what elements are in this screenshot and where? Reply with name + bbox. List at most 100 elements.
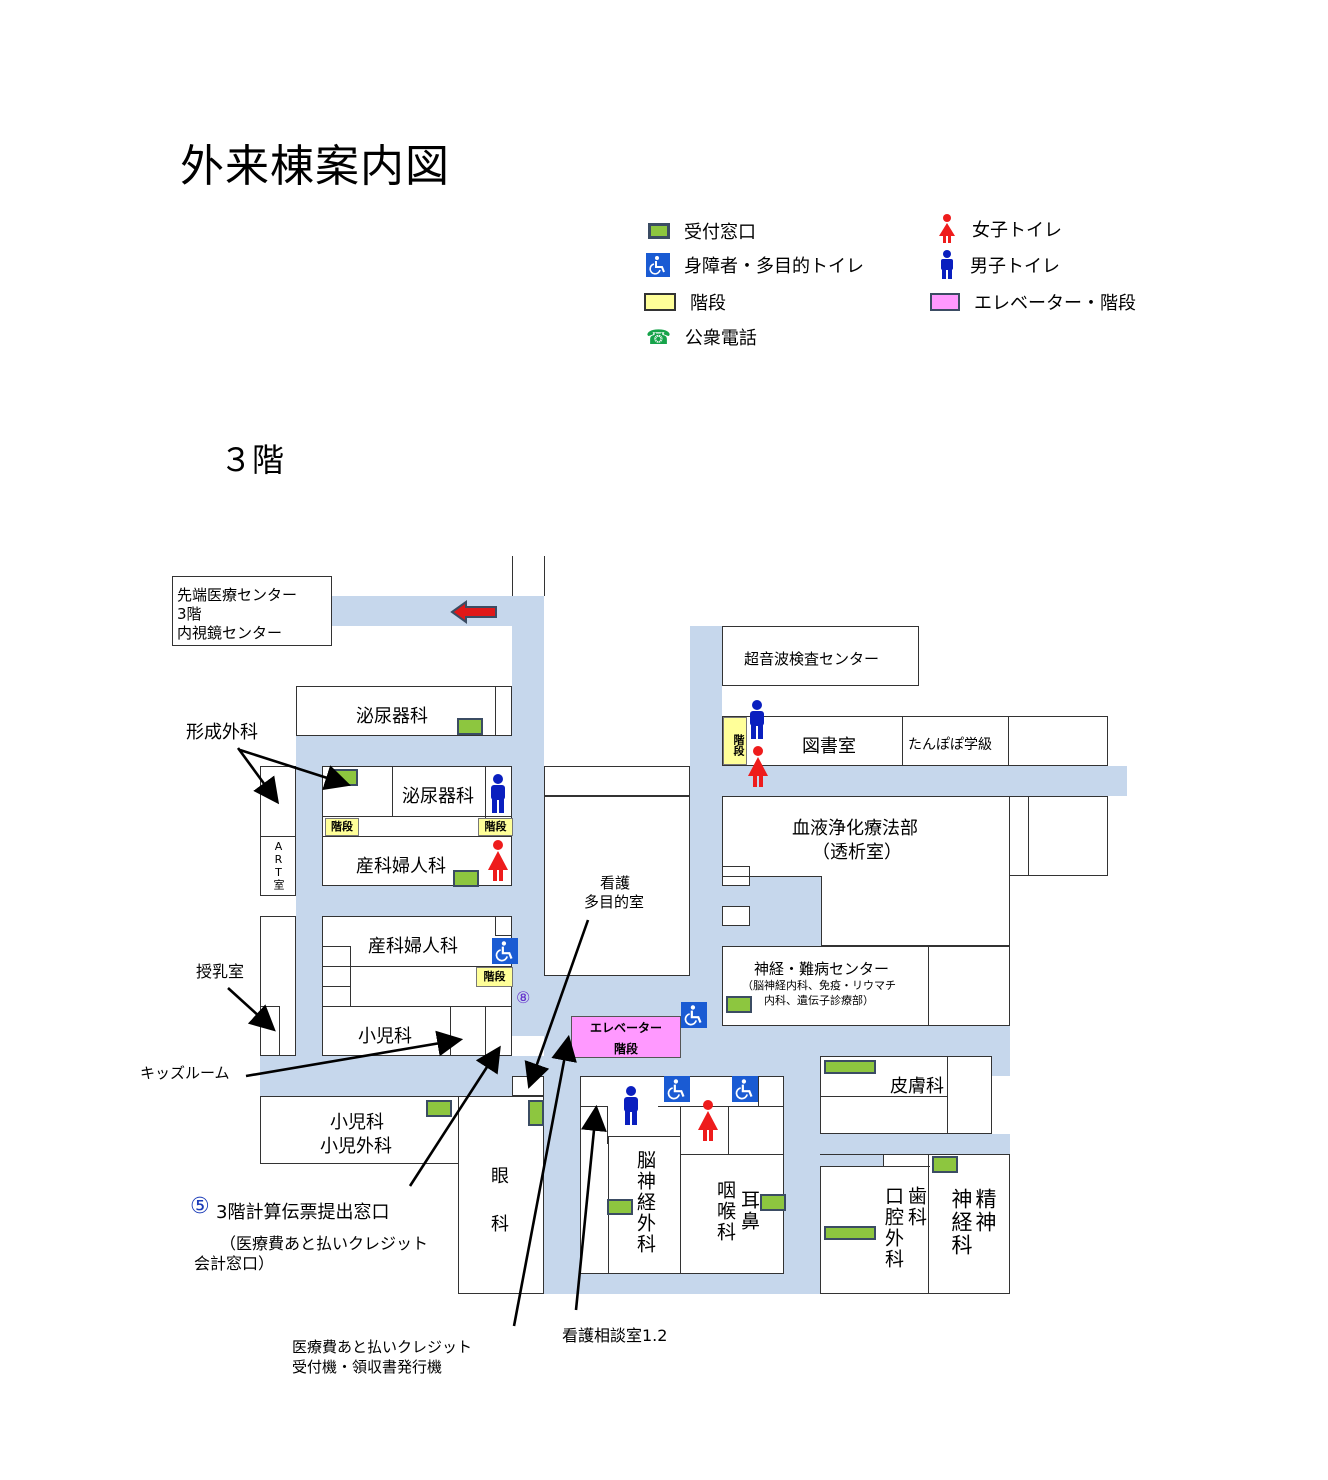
men-toilet-icon[interactable]: [489, 774, 507, 814]
machine-callout-1: 医療費あと払いクレジット: [292, 1338, 473, 1356]
arrow-window: [408, 1045, 501, 1187]
legend-accessible-label: 身障者・多目的トイレ: [684, 256, 864, 277]
wall-line: [928, 1154, 930, 1294]
elevator[interactable]: エレベーター 階段: [571, 1016, 681, 1058]
legend-stairs: 階段: [644, 289, 726, 315]
stairs-marker[interactable]: 階段: [478, 818, 513, 836]
corridor-notch: [820, 1154, 884, 1166]
wall-line: [495, 686, 497, 736]
wall-line: [758, 1076, 760, 1106]
oral-label-2: 口腔外科: [882, 1186, 904, 1270]
wall-line: [680, 1154, 784, 1156]
arrow-plastic-2: [239, 748, 351, 791]
corridor-right-v: [690, 626, 722, 986]
legend-phone: ☎ 公衆電話: [646, 324, 757, 350]
wall-line: [680, 1106, 682, 1274]
wall-line: [350, 946, 352, 1006]
corridor-lower-h: [580, 1274, 820, 1294]
arrow-nursing-room: [524, 919, 590, 1089]
wall-line: [722, 906, 750, 926]
wall-line: [322, 1006, 512, 1008]
obgyn-label-2: 産科婦人科: [368, 936, 458, 957]
room-small: [1028, 796, 1108, 876]
phone-marker: ⑧: [516, 988, 531, 1007]
stairs-marker[interactable]: 階段: [476, 967, 513, 987]
legend-elevator-label: エレベーター・階段: [974, 293, 1136, 314]
elevator-stairs-label: 階段: [613, 1042, 638, 1056]
wall-line: [722, 876, 822, 946]
reception-marker: [760, 1194, 786, 1211]
legend-men-label: 男子トイレ: [970, 256, 1060, 277]
oral-label-1: 歯科: [905, 1186, 927, 1228]
legend-men: 男子トイレ: [938, 250, 1060, 280]
women-toilet-icon[interactable]: [696, 1100, 720, 1142]
wheelchair-icon[interactable]: [492, 938, 518, 964]
room-neurosurgery-ent-block[interactable]: [580, 1076, 784, 1274]
psychiatry-label-1: 精神: [973, 1188, 997, 1234]
women-toilet-icon[interactable]: [486, 840, 510, 882]
wall-line: [322, 986, 350, 988]
pediatrics-lower-label-1: 小児科: [330, 1112, 384, 1133]
obgyn-label-1: 産科婦人科: [356, 856, 446, 877]
reception-marker: [426, 1100, 452, 1117]
wall-line: [485, 1006, 487, 1056]
men-toilet-icon[interactable]: [622, 1086, 640, 1126]
neuro-center-label-1: 神経・難病センター: [754, 960, 890, 978]
corridor-lower-right-h: [820, 1134, 1010, 1154]
men-toilet-icon: [938, 250, 956, 280]
arrow-plastic-1: [236, 747, 280, 805]
advanced-center-label-3: 内視鏡センター: [177, 624, 283, 642]
room-nursing[interactable]: [260, 916, 296, 1056]
reception-marker: [824, 1226, 876, 1240]
dialysis-label-1: 血液浄化療法部: [792, 818, 918, 839]
room-ultrasound[interactable]: [722, 626, 919, 686]
wheelchair-icon[interactable]: [732, 1076, 758, 1102]
room-ophthalmology[interactable]: [458, 1096, 544, 1294]
stairs-marker[interactable]: 階段: [723, 717, 747, 765]
psychiatry-label-2: 神経科: [949, 1188, 973, 1257]
legend-phone-label: 公衆電話: [684, 328, 757, 349]
advanced-center-label-2: 3階: [177, 605, 202, 623]
arrow-kids: [245, 1030, 464, 1078]
wall-line: [495, 916, 512, 936]
dandelion-label: たんぽぽ学級: [908, 737, 992, 753]
corridor-left-mid: [296, 886, 512, 916]
room-nursing-multipurpose[interactable]: [544, 796, 690, 976]
reception-icon: [648, 223, 670, 239]
stairs-marker[interactable]: 階段: [325, 818, 359, 836]
wheelchair-icon[interactable]: [664, 1076, 690, 1102]
ophthalmology-label-2: 科: [491, 1214, 509, 1235]
men-toilet-icon[interactable]: [748, 700, 766, 740]
room-advanced-center[interactable]: [172, 576, 332, 646]
nursing-room-label-2: 多目的室: [584, 893, 645, 911]
elevator-icon: [930, 293, 960, 311]
stairs-icon: [644, 293, 676, 311]
elevator-label: エレベーター: [589, 1021, 662, 1035]
room-dental-psychiatry-block[interactable]: [820, 1154, 1010, 1294]
window-number: ⑤: [190, 1194, 210, 1219]
wall-line: [883, 1154, 885, 1166]
corridor-lower-v: [544, 1076, 580, 1294]
reception-marker: [453, 870, 479, 887]
window-callout-3: 会計窓口）: [194, 1254, 275, 1273]
reception-marker: [824, 1060, 876, 1074]
consult-callout: 看護相談室1.2: [562, 1326, 668, 1345]
wheelchair-icon[interactable]: [681, 1002, 707, 1028]
urology-top-label: 泌尿器科: [356, 706, 428, 727]
room-neuro-center[interactable]: [722, 946, 1010, 1026]
wall-line: [322, 836, 512, 838]
women-toilet-icon[interactable]: [746, 746, 770, 788]
neurosurgery-label: 脳神経外科: [634, 1150, 656, 1255]
corridor-top: [332, 596, 544, 626]
plastic-surgery-callout: 形成外科: [186, 722, 258, 743]
wall-line: [512, 556, 514, 596]
phone-icon: ☎: [646, 325, 671, 349]
dermatology-label: 皮膚科: [890, 1076, 944, 1097]
wall-line: [902, 716, 904, 766]
wall-line: [544, 556, 546, 596]
wheelchair-icon: [646, 253, 670, 277]
wall-line: [322, 946, 350, 948]
wall-line: [728, 1106, 730, 1154]
ophthalmology-label-1: 眼: [491, 1166, 509, 1187]
